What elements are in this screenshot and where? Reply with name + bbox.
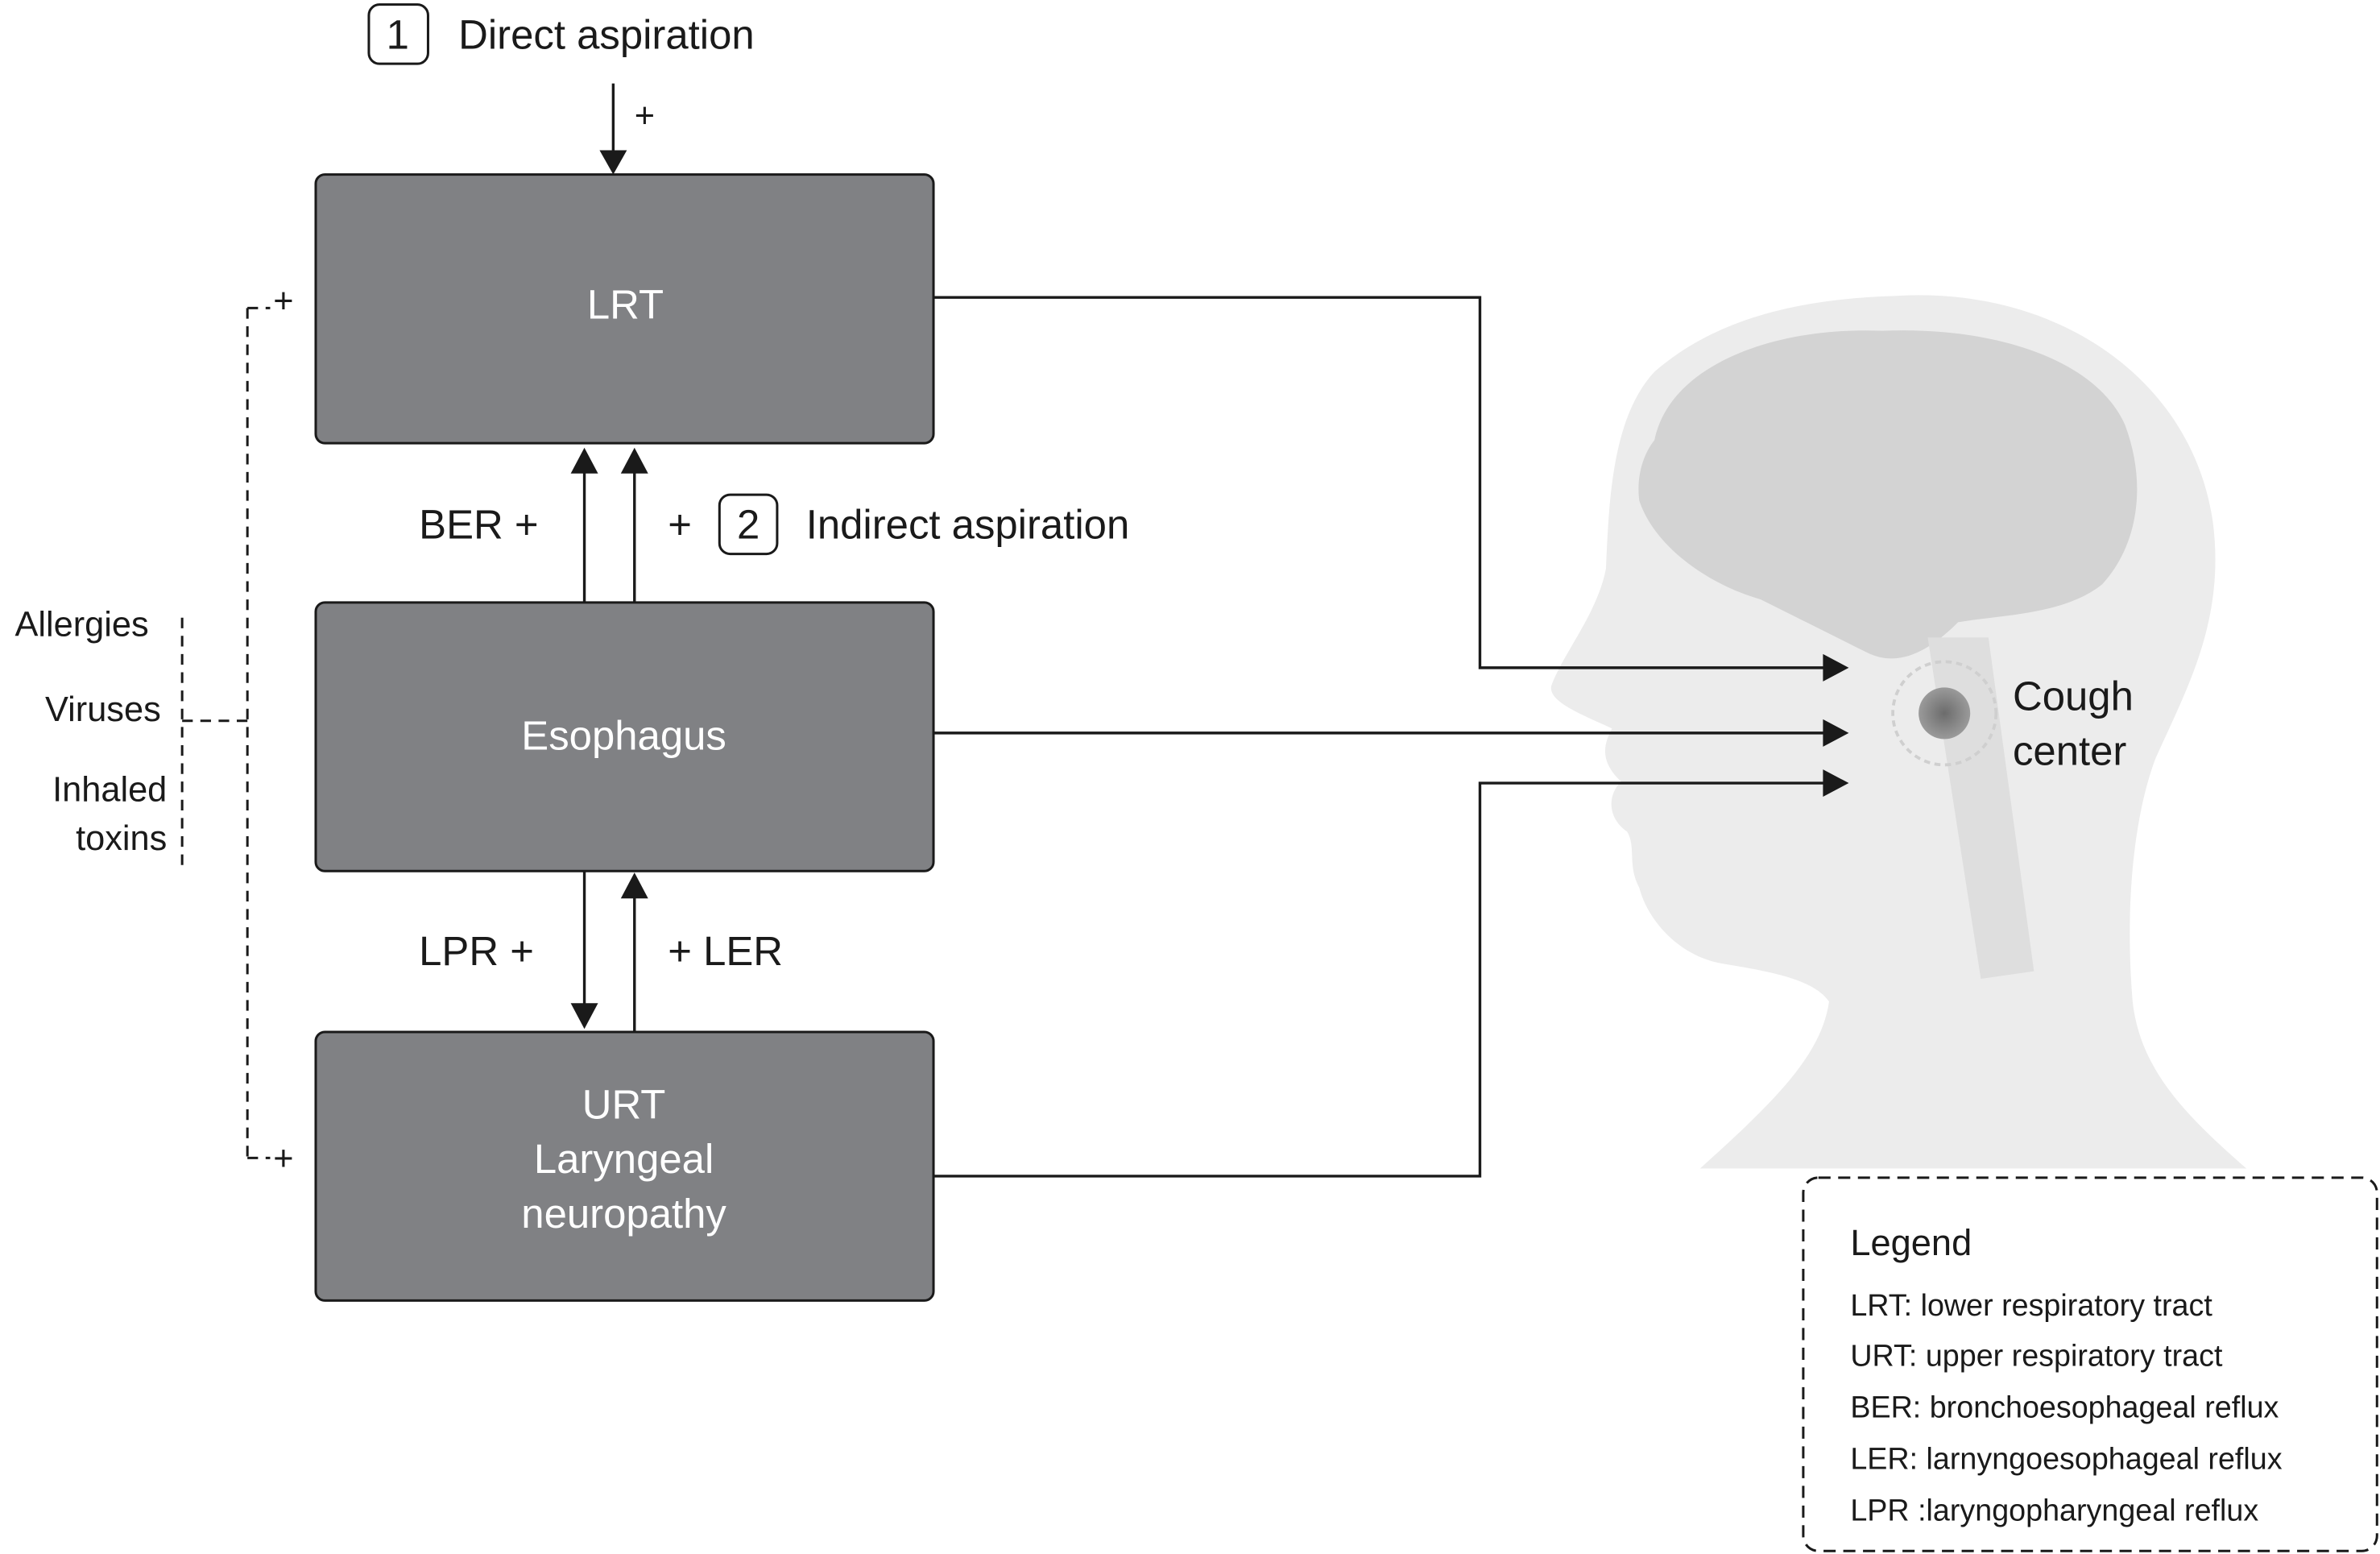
cough-center-dot [1918, 687, 1971, 740]
legend-item-lpr: LPR :laryngopharyngeal reflux [1850, 1494, 2258, 1527]
indirect-number-badge [718, 493, 779, 556]
trigger-allergies: Allergies [14, 605, 148, 644]
legend-item-urt: URT: upper respiratory tract [1850, 1338, 2223, 1372]
ler-arrow-head [620, 872, 648, 899]
urt-to-cough-arrowhead [1823, 769, 1849, 797]
urt-box [314, 1030, 935, 1302]
lrt-plus-sign: + [273, 282, 293, 321]
direct-arrow-head [599, 150, 627, 175]
indirect-aspiration-label: Indirect aspiration [806, 502, 1130, 548]
indirect-arrow-head [620, 447, 648, 474]
lrt-label: LRT [587, 282, 664, 328]
urt-plus-sign: + [273, 1139, 293, 1178]
ber-label: BER + [419, 502, 538, 548]
direct-number-badge [367, 3, 429, 65]
legend-box [1802, 1176, 2378, 1552]
ber-arrow-head [570, 447, 598, 474]
ler-label: + LER [668, 928, 783, 974]
trigger-toxins: toxins [76, 819, 167, 858]
legend-title: Legend [1850, 1222, 1972, 1263]
brain-shape [1638, 330, 2138, 659]
legend-item-lrt: LRT: lower respiratory tract [1850, 1288, 2212, 1322]
urt-to-cough-line [933, 781, 1825, 1178]
esophagus-box [314, 601, 935, 872]
lrt-to-cough-line [933, 296, 1825, 669]
cough-center-label-line1: Cough [2013, 673, 2134, 719]
urt-label-line3: neuropathy [521, 1191, 726, 1237]
trigger-viruses: Viruses [45, 690, 161, 729]
trigger-inhaled: Inhaled [52, 771, 167, 810]
lrt-to-cough-arrowhead [1823, 653, 1849, 682]
head-silhouette [1550, 295, 2247, 1169]
direct-plus-sign: + [635, 97, 655, 135]
direct-number: 1 [387, 11, 409, 57]
lpr-label: LPR + [419, 928, 534, 974]
indirect-plus-sign: + [668, 502, 692, 548]
urt-label-line2: Laryngeal [534, 1136, 714, 1182]
lrt-box [314, 173, 935, 445]
direct-aspiration-label: Direct aspiration [458, 11, 755, 57]
indirect-number: 2 [737, 502, 760, 548]
esophagus-to-cough-arrowhead [1823, 719, 1849, 747]
cough-center-label-line2: center [2013, 727, 2126, 773]
legend-item-ler: LER: larnyngoesophageal reflux [1850, 1442, 2282, 1476]
urt-label-line1: URT [582, 1081, 666, 1127]
cough-center-halo [1891, 660, 1998, 767]
lpr-arrow-head [570, 1003, 598, 1030]
legend-item-ber: BER: bronchoesophageal reflux [1850, 1390, 2279, 1423]
esophagus-label: Esophagus [521, 713, 726, 759]
